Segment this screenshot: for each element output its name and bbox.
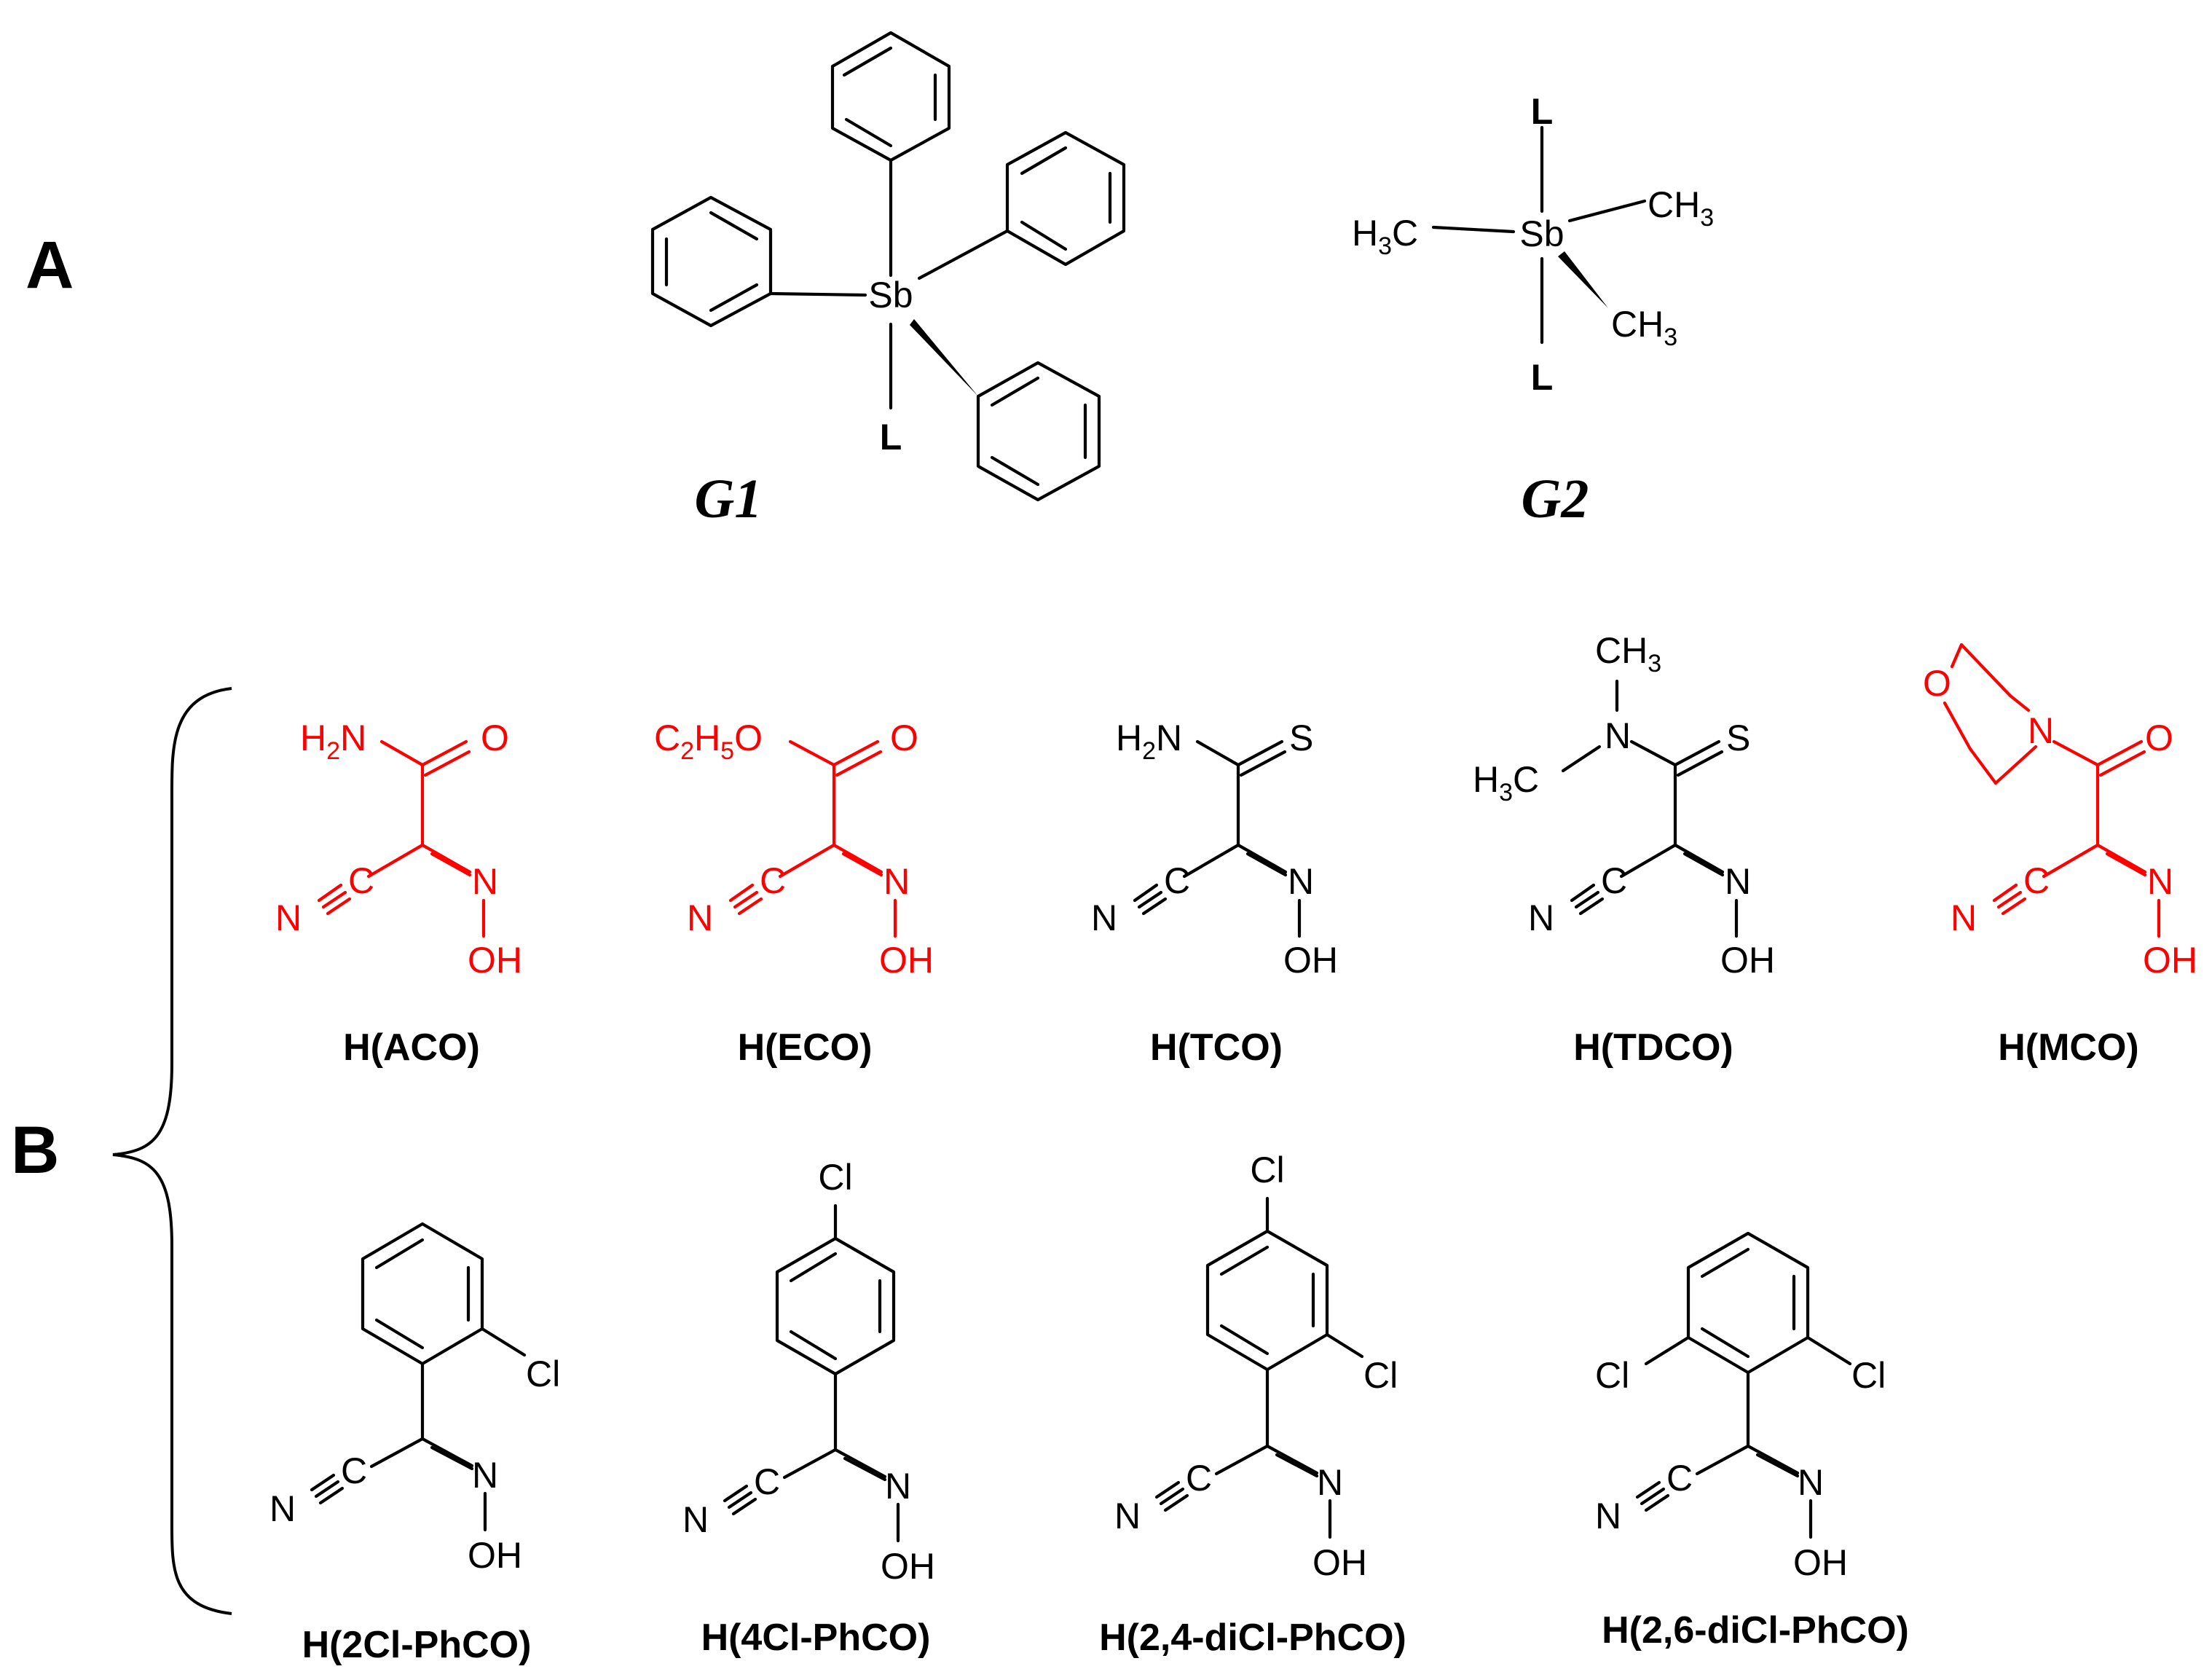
nitrile-nitrogen: N [1091, 898, 1117, 938]
ligand-heco: C2H5O O C N N OH H(ECO) [654, 718, 934, 1069]
chlorine-atom: Cl [526, 1354, 560, 1394]
ligand-name: H(4Cl-PhCO) [701, 1617, 931, 1659]
nitrile-nitrogen: N [682, 1499, 709, 1540]
nitrile-nitrogen: N [687, 898, 713, 938]
hydroxyl-group: OH [1720, 940, 1775, 981]
methyl-right: CH3 [1648, 184, 1714, 232]
nitrile-carbon: C [1601, 860, 1627, 901]
hydroxyl-group: OH [1793, 1542, 1848, 1583]
oxime-nitrogen: N [472, 1455, 498, 1496]
ring-oxygen: O [1923, 663, 1951, 704]
ring-nitrogen: N [2028, 710, 2054, 751]
ligand-name: H(MCO) [1998, 1026, 2139, 1069]
phenyl-ring-bottom [976, 361, 1101, 502]
ligand-name: H(2,6-diCl-PhCO) [1602, 1609, 1909, 1652]
ligand-h24dicl-phco: Cl Cl C N N OH H(2,4-diCl-PhCO) [1099, 1150, 1406, 1659]
chlorine-atom: Cl [1851, 1355, 1886, 1396]
nitrile-nitrogen: N [1951, 898, 1977, 938]
complex-label-g1: G1 [695, 468, 763, 530]
methyl-wedge: CH3 [1611, 304, 1677, 351]
nitrile-nitrogen: N [1528, 898, 1554, 938]
oxime-nitrogen: N [1317, 1462, 1343, 1503]
oxime-nitrogen: N [2147, 861, 2173, 902]
thione-sulfur: S [1289, 718, 1313, 758]
hydroxyl-group: OH [468, 1535, 522, 1576]
oxime-nitrogen: N [1798, 1462, 1824, 1503]
nitrile-carbon: C [760, 860, 786, 901]
panel-b-brace [112, 687, 232, 1615]
nitrile-carbon: C [1164, 860, 1190, 901]
substituent-label: H2N [1116, 718, 1182, 765]
substituent-label: C2H5O [654, 718, 763, 765]
antimony-atom: Sb [1519, 213, 1564, 254]
ligand-htdco: CH3 N H3C S C N N OH H(TDCO) [1473, 630, 1775, 1069]
oxime-nitrogen: N [472, 861, 498, 902]
ligand-name: H(ECO) [738, 1026, 873, 1069]
chlorine-atom: Cl [1595, 1355, 1629, 1396]
oxime-nitrogen: N [885, 1466, 911, 1507]
nitrile-carbon: C [2023, 860, 2050, 901]
methyl-top: CH3 [1595, 630, 1661, 678]
ligand-name: H(TCO) [1150, 1026, 1283, 1069]
nitrile-carbon: C [348, 860, 374, 901]
wedge-bond [910, 319, 978, 396]
oxime-nitrogen: N [883, 861, 910, 902]
ligand-name: H(TDCO) [1573, 1026, 1733, 1069]
panel-label-a: A [25, 228, 74, 302]
ligand-l-top: L [1531, 91, 1554, 132]
hydroxyl-group: OH [879, 940, 934, 981]
hydroxyl-group: OH [881, 1546, 935, 1587]
phenyl-ring-left [650, 195, 773, 328]
substituent-label: H2N [300, 718, 366, 765]
ligand-htco: H2N S C N N OH H(TCO) [1091, 718, 1338, 1069]
structure-g2: Sb L L H3C CH3 CH3 G2 [1352, 91, 1714, 530]
carbonyl-oxygen: O [481, 718, 509, 758]
nitrile-carbon: C [754, 1461, 780, 1502]
ligand-l-bottom: L [1531, 357, 1554, 398]
nitrile-nitrogen: N [269, 1488, 296, 1529]
nitrile-carbon: C [341, 1450, 367, 1491]
nitrile-nitrogen: N [275, 898, 302, 938]
nitrile-nitrogen: N [1114, 1496, 1141, 1536]
phenyl-ring-right [1005, 130, 1126, 267]
ligand-l: L [880, 417, 902, 457]
carbonyl-oxygen: O [890, 718, 918, 758]
chlorine-atom: Cl [818, 1157, 852, 1198]
oxime-nitrogen: N [1725, 861, 1751, 902]
ligand-h2cl-phco: Cl C N N OH H(2Cl-PhCO) [269, 1222, 560, 1666]
ligand-h4cl-phco: Cl C N N OH H(4Cl-PhCO) [682, 1157, 935, 1659]
chlorine-atom: Cl [1363, 1355, 1398, 1396]
thione-sulfur: S [1726, 718, 1750, 758]
chlorine-atom: Cl [1250, 1150, 1284, 1190]
ligand-h26dicl-phco: Cl Cl C N N OH H(2,6-diCl-PhCO) [1595, 1231, 1909, 1652]
methyl-left: H3C [1473, 759, 1539, 806]
nitrile-carbon: C [1186, 1458, 1212, 1499]
structure-g1: Sb L G1 [650, 31, 1126, 530]
methyl-left: H3C [1352, 213, 1418, 260]
ligand-name: H(2,4-diCl-PhCO) [1099, 1617, 1406, 1659]
phenyl-ring-top [830, 31, 951, 162]
ligand-hmco: O N O C N N OH H(MCO) [1923, 643, 2197, 1069]
antimony-atom: Sb [868, 275, 913, 315]
hydroxyl-group: OH [2143, 940, 2197, 981]
ligand-name: H(ACO) [343, 1026, 480, 1069]
hydroxyl-group: OH [1283, 940, 1338, 981]
nitrile-nitrogen: N [1595, 1496, 1621, 1536]
complex-label-g2: G2 [1522, 468, 1589, 530]
oxime-nitrogen: N [1288, 861, 1314, 902]
wedge-bond [1558, 251, 1608, 308]
hydroxyl-group: OH [1312, 1542, 1367, 1583]
panel-label-b: B [11, 1113, 59, 1187]
ligand-name: H(2Cl-PhCO) [302, 1624, 532, 1666]
ligand-haco: H2N O C N N OH H(ACO) [275, 718, 522, 1069]
nitrile-carbon: C [1666, 1458, 1693, 1499]
amine-nitrogen: N [1605, 715, 1631, 756]
hydroxyl-group: OH [468, 940, 522, 981]
carbonyl-oxygen: O [2145, 718, 2173, 758]
